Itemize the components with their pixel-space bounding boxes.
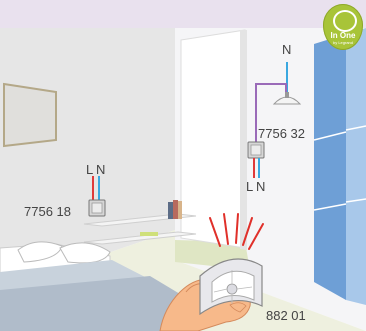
wall-neutral-label: N (256, 180, 265, 193)
wardrobe-door-2 (346, 28, 366, 305)
book (168, 202, 173, 219)
wardrobe-door (314, 34, 346, 300)
shelf-object (140, 232, 158, 236)
wall-picture (4, 84, 56, 146)
bedside-phase-label: L (86, 163, 93, 176)
ceiling (0, 0, 366, 28)
bedside-neutral-label: N (96, 163, 105, 176)
ceiling-neutral-label: N (282, 43, 291, 56)
wall-phase-label: L (246, 180, 253, 193)
door-edge (240, 30, 247, 250)
wall-module-label: 7756 32 (258, 127, 305, 140)
bedside-module-label: 7756 18 (24, 205, 71, 218)
book (178, 201, 182, 219)
in-one-logo: In One by Legrand (323, 4, 363, 50)
remote-module-label: 882 01 (266, 309, 306, 322)
book (173, 200, 178, 219)
plug-face-icon (333, 10, 357, 32)
logo-tagline: by Legrand (323, 41, 363, 45)
logo-brand: In One (323, 32, 363, 40)
